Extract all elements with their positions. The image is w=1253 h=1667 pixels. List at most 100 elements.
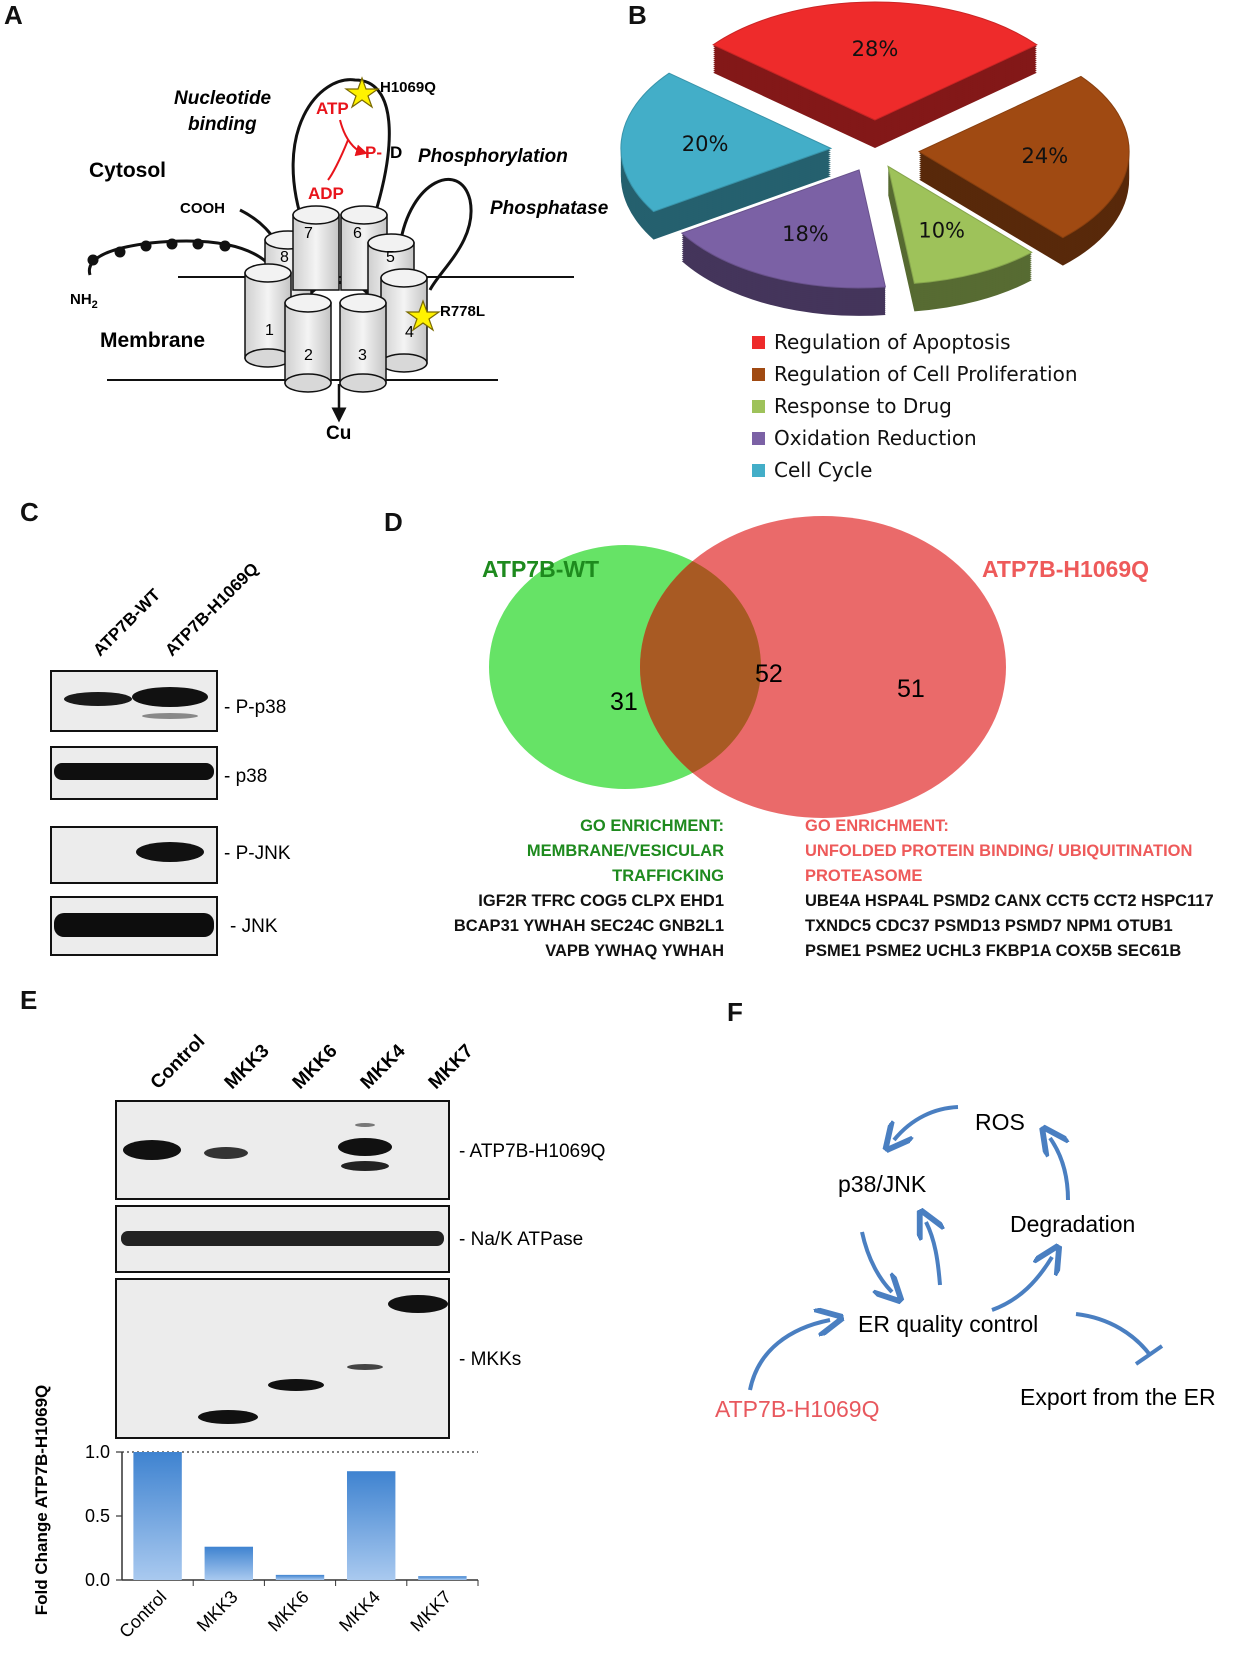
helix-label-3: 3 [358,347,367,364]
go-mut-genes-2: TXNDC5 CDC37 PSMD13 PSMD7 NPM1 OTUB1 [805,917,1173,935]
blot-label-atp7b: - ATP7B-H1069Q [459,1141,605,1162]
legend-swatch-drug [752,399,765,413]
legend-label-oxidation: Oxidation Reduction [774,426,977,450]
panel-e-lane-label-control: Control [147,1031,210,1094]
helix-7 [292,205,340,291]
panel-letter-e: E [20,985,38,1015]
go-mut-heading: GO ENRICHMENT: [805,817,949,835]
arrow-ros-to-p38 [894,1105,959,1140]
copper-label: Cu [326,423,351,444]
panel-letter-f: F [727,997,743,1027]
venn-count-shared: 52 [755,660,783,688]
membrane-label: Membrane [100,329,205,352]
go-mut-genes-1: UBE4A HSPA4L PSMD2 CANX CCT5 CCT2 HSPC11… [805,892,1214,910]
bar-x-label-4: MKK7 [406,1587,455,1636]
go-enrichment-mutant: GO ENRICHMENT: UNFOLDED PROTEIN BINDING/… [805,814,1245,964]
bar-x-label-2: MKK6 [264,1587,313,1636]
legend-swatch-cell-cycle [752,463,765,477]
mutation-star-r778l [405,299,441,332]
bar-mkk3 [204,1546,254,1580]
aspartate-label: D [390,143,402,162]
atp-reaction-arrow [339,119,368,157]
panel-letter-c: C [20,497,39,527]
helix-label-1: 1 [265,322,274,339]
mutation-star-h1069q [344,76,380,109]
nucleotide-binding-label-line1: Nucleotide [174,88,272,109]
panel-letter-a: A [4,0,23,30]
nh2-label: NH2 [70,291,98,311]
helix-label-7: 7 [304,225,313,242]
legend-label-apoptosis: Regulation of Apoptosis [774,330,1011,354]
h1069q-label: H1069Q [380,79,436,96]
go-mut-genes-3: PSME1 PSME2 UCHL3 FKBP1A COX5B SEC61B [805,942,1182,960]
pie-slice-label-1: 24% [1022,144,1069,168]
blot-p-jnk [50,826,218,884]
legend-label-drug: Response to Drug [774,394,952,418]
go-wt-heading: GO ENRICHMENT: [580,817,724,835]
legend-item-proliferation: Regulation of Cell Proliferation [752,358,1078,390]
legend-swatch-apoptosis [752,335,765,349]
pie-slice-0: 28% [712,1,1038,148]
venn-title-wt: ATP7B-WT [482,556,599,582]
pie-slice-2: 10% [887,165,1033,312]
arrow-erqc-to-p38 [926,1222,940,1286]
blot-label-p38: - p38 [224,766,267,787]
nucleotide-loop [291,78,391,231]
bar-y-tick-label-2: 1.0 [85,1442,110,1462]
phosphorylation-loop [398,178,473,291]
panel-c-western-blots: ATP7B-WT ATP7B-H1069Q - P-p38 - p38 - P-… [50,559,291,956]
legend-item-apoptosis: Regulation of Apoptosis [752,326,1078,358]
inhibition-bar [1134,1344,1164,1366]
panel-letter-d: D [384,507,403,537]
cooh-label: COOH [180,200,225,217]
blot-jnk [50,896,218,956]
pie-slice-3: 18% [680,169,887,316]
pie-slice-label-4: 20% [682,132,729,156]
legend-label-proliferation: Regulation of Cell Proliferation [774,362,1078,386]
blot-label-p-jnk: - P-JNK [224,843,291,864]
phosphorylation-label: Phosphorylation [418,146,568,167]
panel-c-lane-label-wt: ATP7B-WT [89,585,164,660]
nucleotide-binding-label-line2: binding [188,114,257,135]
bar-y-tick-label-1: 0.5 [85,1506,110,1526]
arrow-mutant-to-erqc [748,1320,830,1391]
arrow-degradation-to-ros [1050,1138,1070,1201]
metal-binding-dots [87,238,231,266]
go-wt-genes-3: VAPB YWHAQ YWHAH [545,942,724,960]
blot-p-p38 [50,670,218,732]
panel-f-pathway-diagram: ROS p38/JNK Degradation ER quality contr… [715,1105,1216,1422]
helix-label-4: 4 [405,324,414,341]
blot-label-jnk: - JNK [230,916,278,937]
go-wt-term-1: MEMBRANE/VESICULAR [526,842,724,860]
pie-slice-label-3: 18% [782,222,829,246]
panel-e-lane-label-mkk7: MKK7 [425,1041,478,1094]
venn-count-wt-only: 31 [610,688,638,716]
legend-swatch-proliferation [752,367,765,381]
pie-slice-1: 24% [918,75,1130,266]
blot-label-mkks: - MKKs [459,1349,521,1370]
node-atp7b-mutant: ATP7B-H1069Q [715,1396,879,1422]
bar-y-tick-label-0: 0.0 [85,1570,110,1590]
nh2-subscript: 2 [92,299,98,311]
go-wt-term-2: TRAFFICKING [612,867,724,885]
pie-slice-4: 20% [620,72,833,240]
node-p38-jnk: p38/JNK [838,1171,927,1197]
bar-mkk4 [346,1471,396,1580]
bar-chart-ylabel: Fold Change ATP7B-H1069Q [32,1385,51,1615]
arrow-p38-to-erqc [860,1231,892,1292]
panel-e-lane-label-mkk3: MKK3 [221,1041,274,1094]
go-mut-term-1: UNFOLDED PROTEIN BINDING/ UBIQUITINATION [805,842,1193,860]
bar-control [133,1452,182,1580]
node-export-from-er: Export from the ER [1020,1384,1216,1410]
legend-item-cell-cycle: Cell Cycle [752,454,1078,486]
go-enrichment-wt: GO ENRICHMENT: MEMBRANE/VESICULAR TRAFFI… [410,814,724,964]
go-wt-genes-2: BCAP31 YWHAH SEC24C GNB2L1 [453,917,724,935]
blot-atp7b-h1069q [115,1100,450,1200]
helix-1 [244,263,292,368]
cytosol-label: Cytosol [89,159,166,182]
blot-mkks [115,1278,450,1439]
bar-mkk6 [275,1574,325,1580]
legend-item-drug: Response to Drug [752,390,1078,422]
